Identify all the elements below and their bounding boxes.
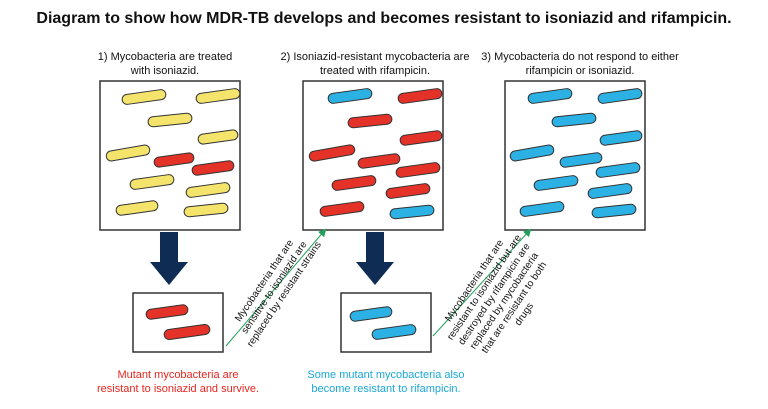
bacterium-blue xyxy=(533,175,579,191)
step-1-caption-line2: with isoniazid. xyxy=(130,65,200,77)
mutant-box-2 xyxy=(340,292,432,353)
bacterium-blue xyxy=(599,130,643,146)
panel-3-bacteria xyxy=(509,88,643,219)
mutant-box-1 xyxy=(132,292,224,353)
bacterium-blue xyxy=(327,88,373,104)
mutant-1-caption-line2: resistant to isoniazid and survive. xyxy=(96,383,260,395)
bacterium-blue xyxy=(551,112,597,128)
bacterium-red xyxy=(399,130,443,146)
bacterium-red xyxy=(319,201,365,217)
step-3-caption-line1: 3) Mycobacteria do not respond to either xyxy=(481,51,679,63)
bacterium-blue xyxy=(587,183,633,199)
bacterium-red xyxy=(153,152,195,168)
green-arrow-2 xyxy=(432,228,532,337)
bacterium-yellow xyxy=(185,182,231,198)
bacterium-red xyxy=(347,113,393,129)
bacterium-red xyxy=(395,162,441,178)
down-arrow-2 xyxy=(356,232,394,285)
step-2-caption: 2) Isoniazid-resistant mycobacteria are … xyxy=(275,50,475,78)
bacterium-yellow xyxy=(121,89,167,105)
bacterium-blue xyxy=(509,144,555,162)
bacterium-yellow xyxy=(147,112,193,128)
step-1-caption: 1) Mycobacteria are treated with isoniaz… xyxy=(85,50,245,78)
bacterium-red xyxy=(397,88,443,104)
bacterium-blue xyxy=(389,204,435,220)
bacterium-red xyxy=(191,160,235,176)
bacterium-yellow xyxy=(129,174,175,190)
bacterium-red xyxy=(331,175,377,191)
down-arrow-1 xyxy=(150,232,188,285)
bacterium-blue xyxy=(559,152,603,168)
bacterium-red xyxy=(145,304,189,320)
bacterium-blue xyxy=(371,324,417,340)
step-2-caption-line2: treated with rifampicin. xyxy=(319,65,431,77)
panel-1-bacteria xyxy=(105,88,241,218)
bacterium-red xyxy=(357,153,401,169)
step-2-caption-line1: 2) Isoniazid-resistant mycobacteria are xyxy=(280,51,470,63)
bacterium-red xyxy=(308,144,356,162)
bacterium-blue xyxy=(527,88,573,104)
mutant-2-caption-line1: Some mutant mycobacteria also xyxy=(307,369,465,381)
bacterium-yellow xyxy=(183,202,229,218)
step-3-caption: 3) Mycobacteria do not respond to either… xyxy=(480,50,680,78)
bacterium-blue xyxy=(519,201,565,217)
step-3-caption-line2: rifampicin or isoniazid. xyxy=(525,65,635,77)
bacterium-yellow xyxy=(115,200,159,216)
diagram-title: Diagram to show how MDR-TB develops and … xyxy=(36,10,732,27)
bacterium-yellow xyxy=(195,88,241,104)
step-1-caption-line1: 1) Mycobacteria are treated xyxy=(97,51,233,63)
bacterium-blue xyxy=(349,306,393,322)
mutant-2-caption-line2: become resistant to rifampicin. xyxy=(311,383,461,395)
mutant-2-caption: Some mutant mycobacteria also become res… xyxy=(286,368,486,396)
panel-2-bacteria xyxy=(308,88,443,220)
bacterium-blue xyxy=(597,88,643,104)
bacterium-yellow xyxy=(105,144,151,162)
bacterium-blue xyxy=(595,162,641,178)
bacterium-red xyxy=(163,323,211,341)
bacterium-red xyxy=(385,183,431,199)
bacterium-blue xyxy=(591,203,637,219)
mutant-1-caption-line1: Mutant mycobacteria are xyxy=(117,369,239,381)
mutant-1-caption: Mutant mycobacteria are resistant to iso… xyxy=(88,368,268,396)
green-arrow-1 xyxy=(225,228,327,347)
bacterium-yellow xyxy=(197,129,239,145)
